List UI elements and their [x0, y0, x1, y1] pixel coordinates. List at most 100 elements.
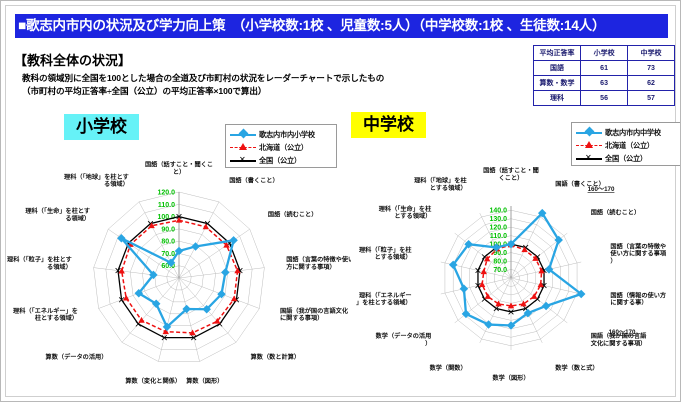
radar-annotation: 160～170 [588, 186, 615, 193]
radar-data-point [117, 233, 126, 243]
radar-data-point [537, 208, 547, 218]
radar-data-point [537, 281, 544, 288]
svg-text:国語（我が国の言語: 国語（我が国の言語 [591, 332, 647, 340]
radar-data-point [134, 289, 144, 298]
legend-marker-triangle-icon [576, 140, 602, 151]
radar-data-point [521, 246, 528, 253]
description-line-2: （市町村の平均正答率÷全国（公立）の平均正答率×100で算出） [22, 85, 267, 96]
radar-series-hokkaido [481, 244, 543, 307]
row-elementary-value: 56 [580, 90, 629, 106]
description-line-1: 教科の領域別に全国を100とした場合の全道及び市町村の状況をレーダーチャートで示… [22, 73, 385, 83]
radar-data-point [530, 293, 538, 299]
radar-axis-label: 国語（書くこと） [555, 180, 605, 188]
svg-text:理科（「エネルギー」を: 理科（「エネルギー」を [13, 307, 78, 315]
table-row: 理科 56 57 [532, 90, 675, 106]
radar-axis-label: 理科（「地球」を柱とする領域） [64, 173, 129, 188]
radar-tick-label: 100.0 [157, 214, 175, 221]
svg-text:算数（数と計算）: 算数（数と計算） [251, 353, 301, 361]
radar-data-point [448, 260, 458, 270]
radar-data-point [221, 268, 230, 277]
svg-text:る領域）: る領域） [104, 180, 129, 188]
radar-data-point [523, 308, 533, 318]
svg-text:）: ） [425, 339, 431, 347]
radar-tick-label: 110.0 [158, 202, 175, 209]
radar-data-point [214, 317, 221, 324]
radar-data-point [520, 300, 527, 307]
radar-tick-label: 130.0 [489, 216, 507, 223]
radar-axis-label: 算数（数と計算） [251, 353, 301, 361]
radar-axis-label: 理科（「生命」を柱とする領域） [379, 205, 432, 220]
radar-axis-label: 理科（「生命」を柱とする領域） [25, 207, 90, 222]
svg-text:理科（「生命」を柱: 理科（「生命」を柱 [379, 205, 432, 213]
radar-axis-label: 理科（「エネルギー」を柱とする領域） [356, 291, 412, 306]
radar-axis-label: 数学（数と式） [555, 364, 598, 372]
radar-data-point [544, 265, 554, 274]
svg-text:る領域）: る領域） [47, 263, 72, 271]
row-junior-value: 57 [627, 90, 675, 106]
radar-data-point [475, 282, 481, 289]
svg-text:」を柱とする領域）: 」を柱とする領域） [356, 299, 412, 307]
radar-tick-label: 80.0 [493, 259, 507, 266]
legend-marker-x-icon: ✕ [576, 153, 602, 164]
radar-data-point [202, 305, 211, 314]
legend-item: 北海道（公立） [230, 141, 331, 154]
svg-text:国語（読むこと）: 国語（読むこと） [268, 211, 318, 219]
svg-text:柱とする領域）: 柱とする領域） [35, 314, 78, 322]
svg-text:る領域）: る領域） [65, 214, 90, 222]
radar-data-point [507, 302, 515, 309]
legend-marker-diamond-icon [576, 126, 602, 138]
radar-axis-label: 理科（「粒子」を柱とする領域） [359, 246, 412, 261]
svg-text:算数（変化と関係）: 算数（変化と関係） [125, 377, 181, 385]
radar-axis-label: 算数（変化と関係） [125, 377, 181, 385]
row-elementary-value: 63 [580, 75, 629, 91]
table-row: 算数・数学 63 62 [532, 75, 675, 91]
row-subject: 理科 [532, 90, 582, 106]
svg-text:に関する事）: に関する事） [610, 299, 647, 307]
svg-text:と）: と） [173, 168, 185, 176]
svg-text:理科（「粒子」を柱: 理科（「粒子」を柱 [359, 246, 412, 254]
legend-label: 歌志内市内小学校 [259, 129, 315, 139]
radar-data-point [118, 267, 125, 274]
row-subject: 算数・数学 [532, 75, 582, 91]
radar-tick-label: 80.0 [161, 239, 175, 246]
svg-text:国語（読むこと）: 国語（読むこと） [591, 208, 641, 216]
radar-data-point [475, 267, 481, 274]
radar-data-point [182, 304, 191, 314]
radar-data-point [202, 223, 210, 230]
radar-tick-label: 110.0 [490, 233, 507, 240]
row-junior-value: 73 [627, 60, 675, 76]
svg-text:くこと）: くこと） [499, 174, 524, 182]
radar-chart-elementary-svg: 120.0110.0100.090.080.070.060.0国語（話すこと・聞… [7, 161, 351, 385]
row-subject: 国語 [532, 60, 582, 76]
legend-elementary: 歌志内市内小学校 北海道（公立） ✕ 全国（公立） [225, 124, 337, 168]
svg-text:理科（「粒子」を柱とす: 理科（「粒子」を柱とす [7, 256, 72, 264]
svg-text:）: ） [610, 257, 616, 265]
radar-axis-label: 理科（「エネルギー」を柱とする領域） [13, 307, 78, 322]
radar-data-point [492, 243, 501, 252]
radar-data-point [176, 213, 182, 220]
radar-tick-label: 70.0 [493, 267, 507, 274]
svg-text:理科（「エネルギー: 理科（「エネルギー [359, 291, 412, 299]
radar-axis-label: 理科（「地球」を柱とする領域） [414, 177, 467, 192]
svg-text:国語（言葉の特徴や: 国語（言葉の特徴や [610, 243, 666, 251]
radar-data-point [480, 268, 487, 275]
radar-axis-label: 数学（関数） [430, 364, 467, 372]
svg-text:文化に関する事項）: 文化に関する事項） [591, 339, 647, 347]
radar-annotation: 160～170 [609, 329, 636, 336]
radar-data-point [217, 289, 226, 299]
radar-data-point [122, 294, 130, 301]
row-junior-value: 62 [627, 75, 675, 91]
radar-data-point [538, 267, 545, 274]
section-heading: 【教科全体の状況】 [14, 53, 132, 68]
legend-marker-triangle-icon [230, 142, 256, 153]
radar-data-point [484, 320, 493, 329]
radar-axis-label: 算数（データの活用） [46, 353, 108, 361]
radar-axis-label: 数学（図形） [492, 374, 529, 382]
header-metric: 平均正答率 [532, 45, 582, 61]
